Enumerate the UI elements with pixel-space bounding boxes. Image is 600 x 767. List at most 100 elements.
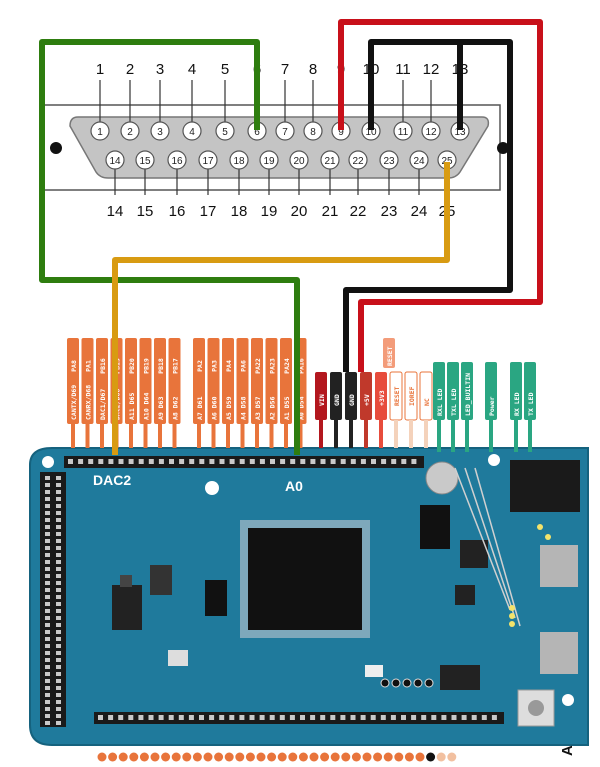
- pin-4: [182, 121, 202, 141]
- pin-stub: [235, 752, 245, 762]
- header-pin: [269, 715, 275, 720]
- power-label-tab: [419, 371, 433, 421]
- header-pin: [199, 459, 205, 464]
- header-pin: [45, 679, 50, 683]
- led-label: RXL LED: [436, 389, 444, 416]
- pin-18: [229, 150, 249, 170]
- header-pin: [56, 546, 61, 550]
- header-pin: [56, 567, 61, 571]
- header-pin: [56, 686, 61, 690]
- pin-label: 5: [222, 127, 228, 138]
- header-pin: [350, 459, 356, 464]
- header-pin: [148, 459, 154, 464]
- label-lead: [528, 420, 532, 452]
- led: [509, 613, 515, 619]
- header-pin: [56, 637, 61, 641]
- pin-7: [275, 121, 295, 141]
- pin-stub: [118, 752, 128, 762]
- power-label: VIN: [318, 394, 326, 406]
- header-pin: [45, 574, 50, 578]
- analog-label-tab: [81, 338, 94, 424]
- header-pin: [219, 715, 225, 720]
- header-pin: [138, 459, 144, 464]
- label-lead: [226, 424, 230, 448]
- header-pin: [138, 715, 144, 720]
- header-pin: [320, 715, 326, 720]
- pin-label: 6: [254, 127, 260, 138]
- header-pin: [371, 459, 376, 464]
- header-pin: [56, 672, 61, 676]
- header-pin: [441, 715, 447, 720]
- header-pin: [481, 715, 487, 720]
- header-pin: [300, 715, 305, 720]
- jtag-header: [205, 580, 227, 616]
- led-label-tab: [485, 362, 497, 420]
- label-lead: [409, 420, 413, 448]
- pin-17: [198, 150, 218, 170]
- header-pin: [45, 504, 50, 508]
- component: [365, 665, 383, 677]
- header-pin: [56, 616, 61, 620]
- header-pin: [56, 679, 61, 683]
- label-lead: [284, 424, 288, 448]
- led-trace: [454, 467, 511, 611]
- analog-label-bottom: A2 D56: [269, 396, 277, 420]
- header-pin: [56, 609, 61, 613]
- pin-19: [259, 150, 279, 170]
- header-pin: [471, 715, 477, 720]
- header-pin: [320, 459, 326, 464]
- reset-button-cap: [528, 700, 544, 716]
- pin-outer-label: 3: [156, 61, 164, 78]
- led-trace: [474, 467, 521, 627]
- header-pin: [78, 459, 84, 464]
- header-pin: [45, 644, 50, 648]
- power-label: +3V3: [378, 390, 386, 406]
- led: [509, 605, 515, 611]
- led-label-tab: [433, 362, 445, 420]
- header-pin: [199, 715, 204, 720]
- header-pin: [56, 707, 61, 711]
- analog-label-tab: [168, 338, 181, 424]
- pin-stub: [97, 752, 107, 762]
- pin-15: [135, 150, 155, 170]
- analog-label-top: PB16: [99, 358, 107, 374]
- reset-top-label: RESET: [386, 346, 394, 366]
- header-pin: [45, 532, 50, 536]
- header-pin: [56, 560, 61, 564]
- wire-green: [39, 39, 300, 455]
- board-hole: [205, 481, 219, 495]
- header-pin: [290, 459, 296, 464]
- pin-outer-label: 7: [281, 61, 289, 78]
- header-pin: [45, 476, 50, 480]
- led: [537, 524, 543, 530]
- header-pin: [259, 459, 265, 464]
- analog-label-tab: [207, 338, 220, 424]
- bottom-header-pins: [97, 715, 497, 762]
- led-label-tab: [447, 362, 459, 420]
- pin-stub: [245, 752, 255, 762]
- header-pin: [229, 715, 235, 720]
- pin-outer-label: 17: [200, 203, 217, 220]
- header-pin: [45, 497, 50, 501]
- a0-label: A0: [285, 478, 303, 494]
- pin-3: [150, 121, 170, 141]
- label-lead: [465, 420, 469, 452]
- header-pin: [178, 715, 184, 720]
- pin-label: 25: [441, 156, 453, 167]
- label-lead: [100, 424, 104, 448]
- header-pin: [45, 546, 50, 550]
- pin-label: 14: [109, 156, 121, 167]
- header-pin: [45, 581, 50, 585]
- header-pin: [280, 459, 286, 464]
- pin-stub: [447, 752, 457, 762]
- analog-label-tab: [265, 338, 278, 424]
- reset-top-tab: [383, 338, 395, 368]
- header-pin: [279, 715, 285, 720]
- header-pin: [259, 715, 265, 720]
- pin-stub: [129, 752, 139, 762]
- arduino-due-board: DAC2 A0: [29, 447, 589, 762]
- header-pin: [45, 511, 50, 515]
- header-pin: [98, 715, 103, 720]
- header-pin: [98, 459, 104, 464]
- pin-23: [379, 150, 399, 170]
